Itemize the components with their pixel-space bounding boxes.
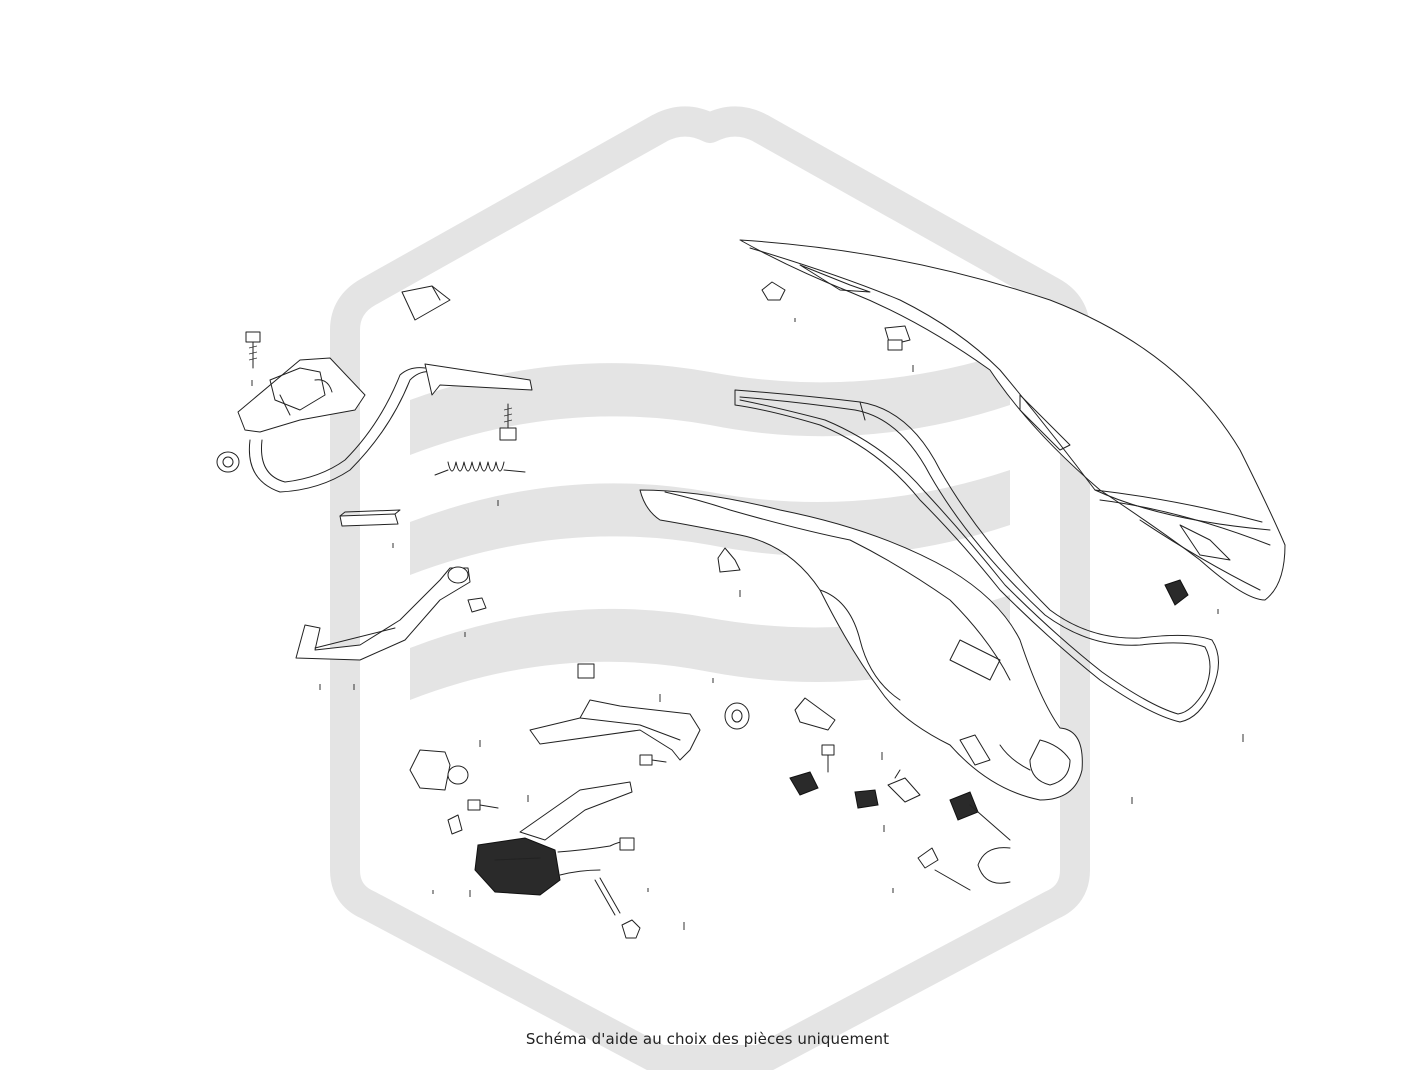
- clip-cap-top: [761, 281, 786, 301]
- bolt-3: [639, 754, 667, 766]
- foam-pad: [339, 509, 401, 527]
- release-switch: [854, 789, 879, 809]
- connector-right: [1164, 579, 1189, 606]
- switch-connector: [789, 771, 819, 796]
- watermark-wave-3: [410, 595, 1010, 700]
- bolt-1: [245, 331, 261, 369]
- pin-rod: [594, 877, 621, 916]
- rivet-clip: [717, 547, 741, 573]
- trunk-trim-panel: [639, 489, 1083, 801]
- callout-ticks: [251, 318, 1244, 930]
- connector-top: [884, 325, 911, 351]
- link-arm: [295, 566, 471, 661]
- nut-1: [577, 663, 595, 679]
- grommet-2: [724, 702, 750, 730]
- bolt-2: [499, 403, 517, 441]
- bolt-4: [467, 799, 499, 811]
- watermark-hexagon: [330, 106, 1090, 1074]
- watermark-wave-1: [410, 352, 1010, 455]
- bulb: [917, 847, 939, 869]
- trunk-seal: [734, 389, 1219, 723]
- trunk-lid: [739, 239, 1286, 601]
- striker: [794, 697, 836, 731]
- nut-2: [621, 919, 641, 939]
- push-clip-1: [467, 597, 487, 613]
- latch-bracket: [409, 749, 469, 791]
- bolt-5: [821, 744, 835, 773]
- lock-bracket: [529, 699, 701, 761]
- lock-actuator: [447, 781, 635, 896]
- bracket-clip-top: [401, 285, 451, 321]
- tension-spring: [434, 461, 526, 476]
- hinge-assembly: [237, 357, 533, 493]
- grommet-1: [216, 451, 240, 473]
- diagram-caption: Schéma d'aide au choix des pièces unique…: [525, 1030, 890, 1048]
- wiring-clip: [887, 769, 921, 803]
- trunk-light: [934, 791, 1011, 891]
